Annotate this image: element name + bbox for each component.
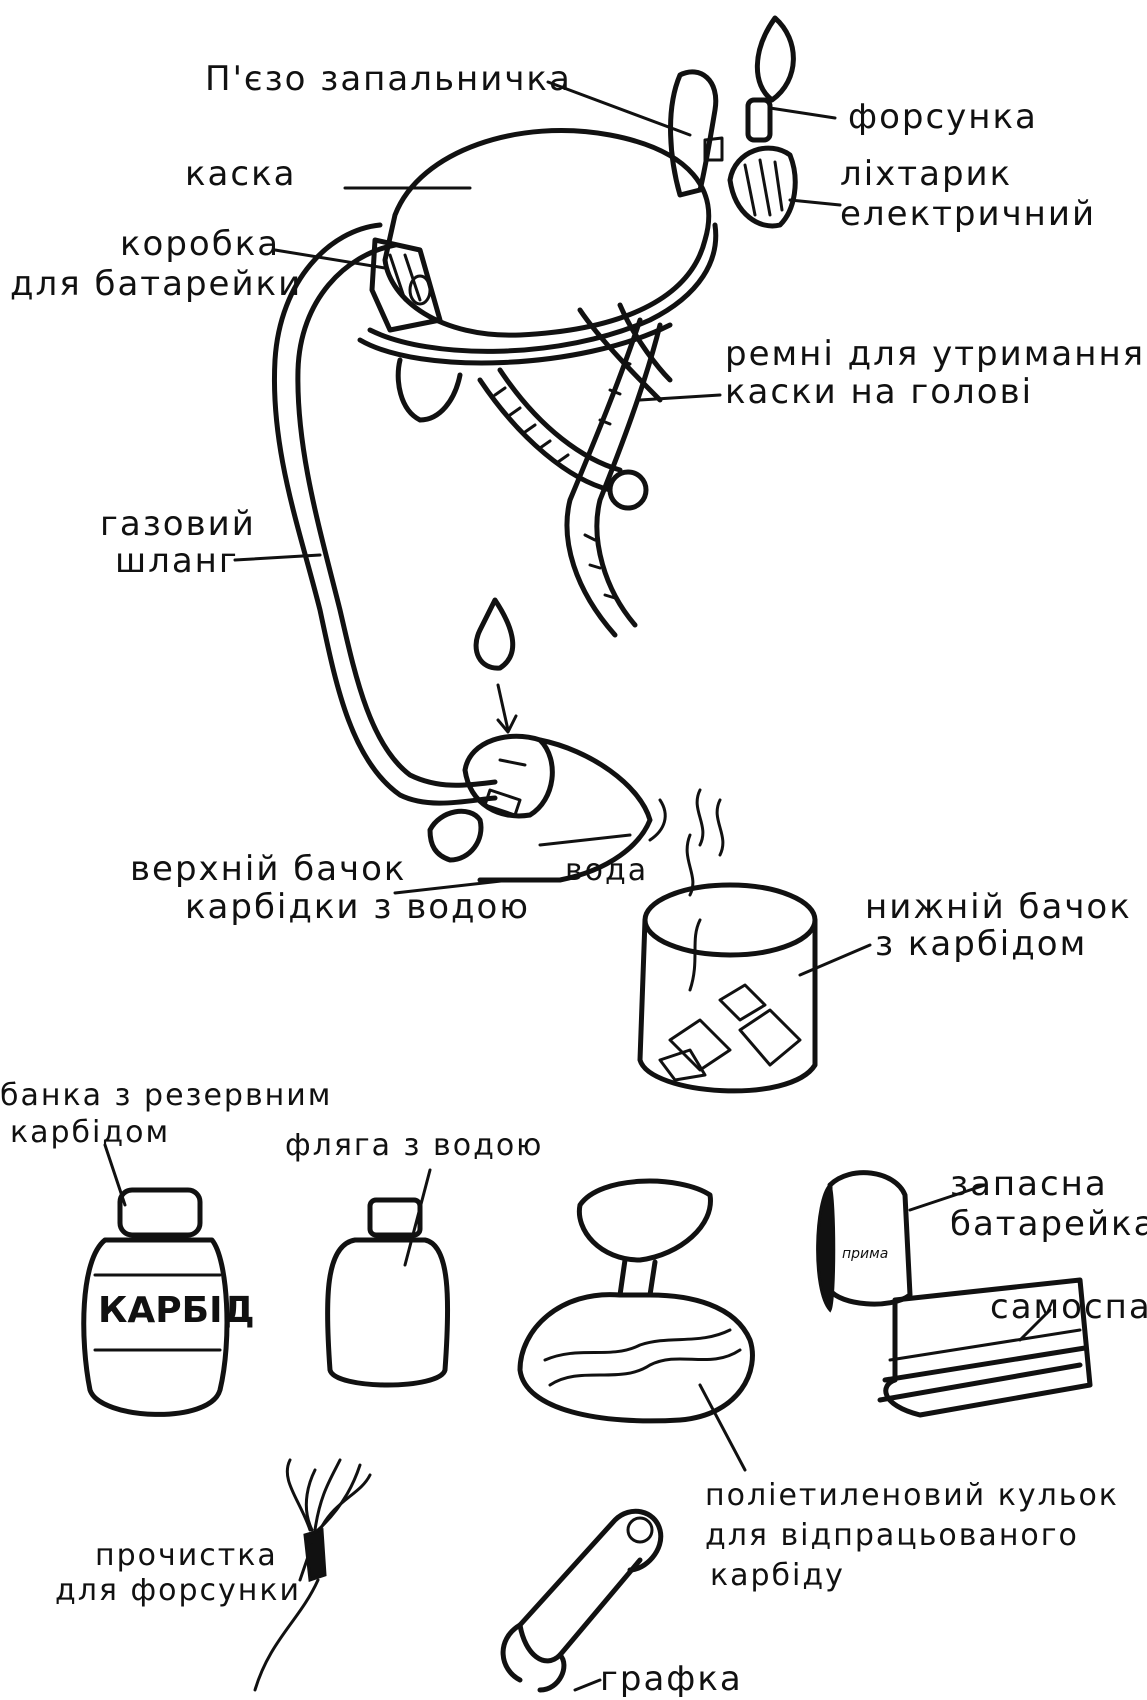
gas-hose-illustration bbox=[274, 225, 495, 803]
label-straps-line1: ремні для утримання bbox=[725, 334, 1145, 374]
label-reserve-can-line1: банка з резервним bbox=[0, 1078, 332, 1113]
label-reserve-can-line2: карбідом bbox=[10, 1115, 170, 1150]
label-lower-tank-line1: нижній бачок bbox=[865, 887, 1132, 927]
label-bag-line3: карбіду bbox=[710, 1558, 845, 1593]
water-drop-icon bbox=[476, 600, 516, 732]
label-bag-line2: для відпрацьованого bbox=[705, 1518, 1079, 1553]
upper-tank-illustration: вода bbox=[430, 736, 665, 888]
lower-tank-illustration bbox=[640, 790, 815, 1091]
nozzle-flame-icon bbox=[757, 18, 793, 100]
reserve-carbide-can-illustration: КАРБІД bbox=[84, 1190, 255, 1414]
water-flask-illustration bbox=[328, 1200, 448, 1385]
label-helmet: каска bbox=[185, 154, 296, 194]
label-spare-battery-line2: батарейка bbox=[950, 1204, 1147, 1244]
label-safety-pin: графка bbox=[600, 1659, 743, 1699]
battery-brand-label: прима bbox=[842, 1246, 888, 1262]
helmet-straps-illustration bbox=[398, 305, 670, 635]
label-self-rescuer: самоспас bbox=[990, 1287, 1147, 1327]
label-upper-tank-line2: карбідки з водою bbox=[185, 887, 530, 927]
label-spare-battery-line1: запасна bbox=[950, 1164, 1108, 1204]
label-cleaner-line2: для форсунки bbox=[55, 1573, 301, 1608]
label-flask: фляга з водою bbox=[285, 1128, 543, 1163]
label-battery-box-line2: для батарейки bbox=[10, 264, 302, 304]
label-upper-tank-line1: верхній бачок bbox=[130, 849, 406, 889]
label-hose-line2: шланг bbox=[115, 541, 239, 581]
label-hose-line1: газовий bbox=[100, 504, 256, 544]
lamp-head-illustration bbox=[671, 18, 796, 226]
label-straps-line2: каски на голові bbox=[725, 372, 1033, 412]
carbide-can-product-label: КАРБІД bbox=[98, 1290, 255, 1331]
label-battery-box-line1: коробка bbox=[120, 224, 280, 264]
label-flashlight-line2: електричний bbox=[840, 194, 1096, 234]
spare-battery-illustration: прима bbox=[818, 1173, 910, 1310]
label-piezo-lighter: П'єзо запальничка bbox=[205, 59, 572, 99]
label-lower-tank-line2: з карбідом bbox=[875, 924, 1087, 964]
label-bag-line1: поліетиленовий кульок bbox=[705, 1478, 1119, 1513]
label-flashlight-line1: ліхтарик bbox=[840, 154, 1012, 194]
water-label: вода bbox=[565, 853, 648, 888]
helmet-illustration bbox=[360, 130, 716, 362]
label-nozzle: форсунка bbox=[848, 97, 1038, 137]
polyethylene-bag-illustration bbox=[520, 1181, 752, 1421]
label-cleaner-line1: прочистка bbox=[95, 1538, 278, 1573]
